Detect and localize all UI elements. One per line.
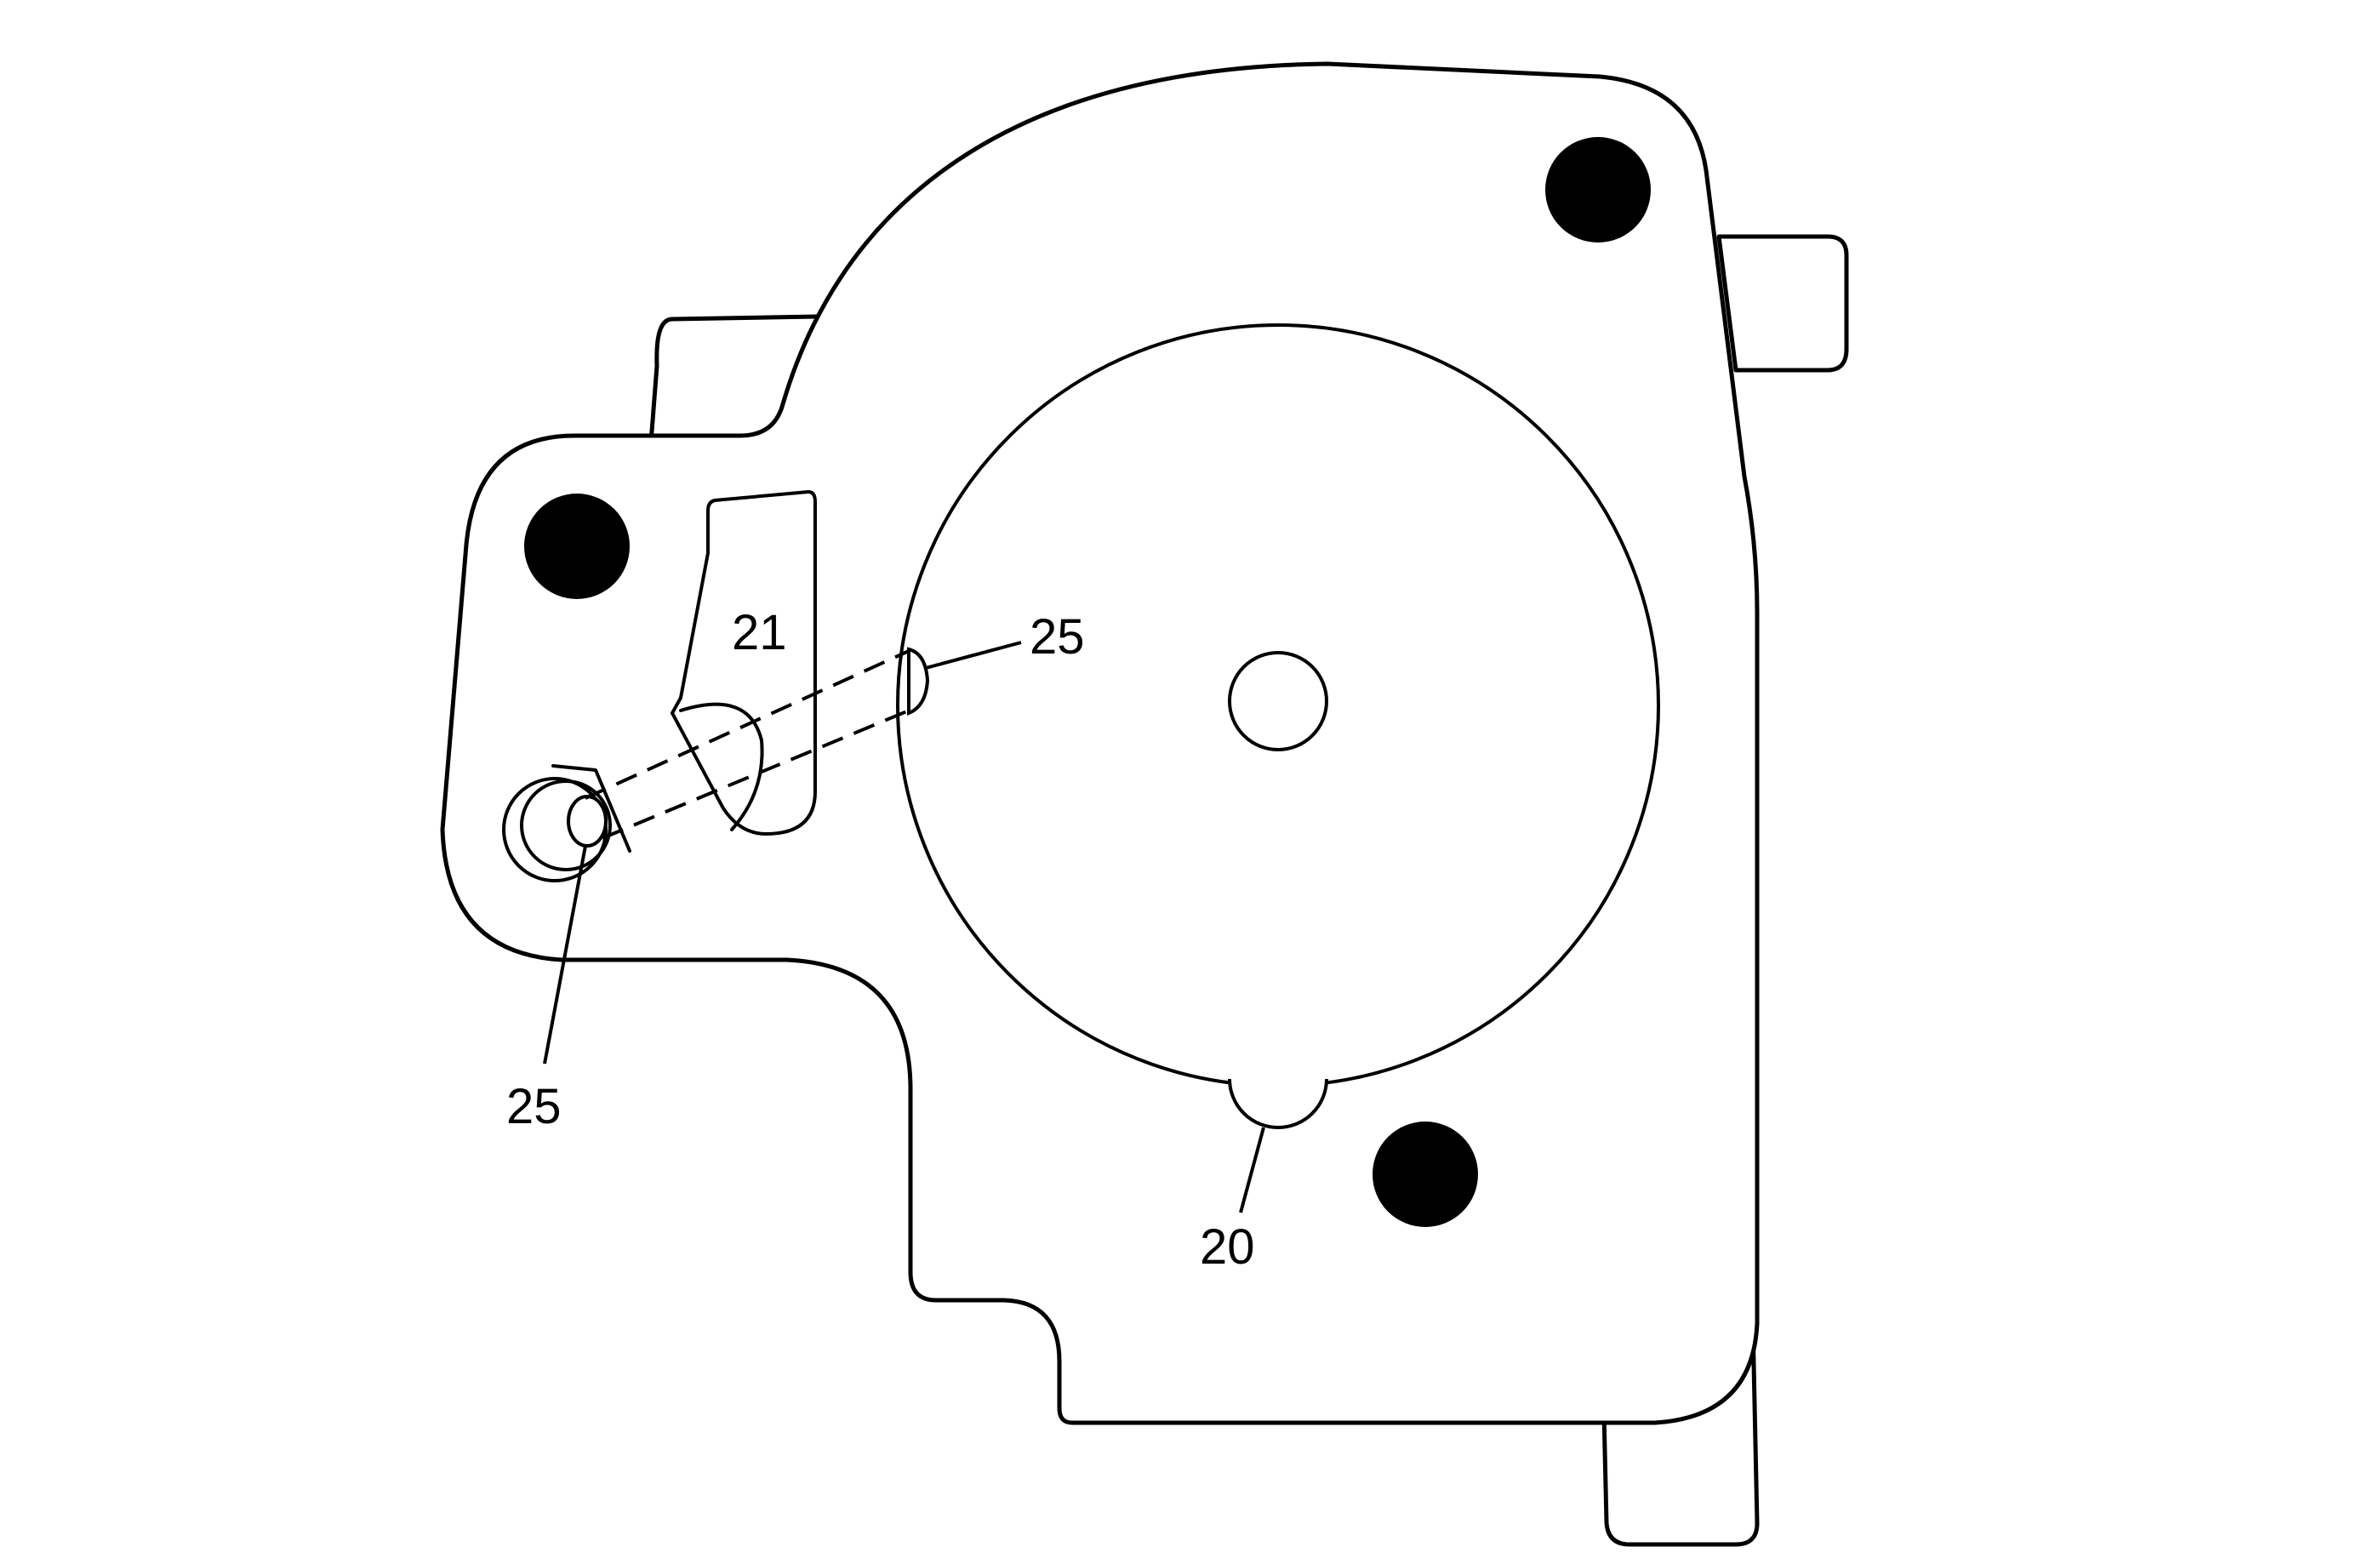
callout-21: 21	[732, 605, 787, 660]
pivot-wedge	[551, 764, 631, 853]
callout-25-left: 25	[506, 1079, 562, 1134]
slot-plate-21	[670, 489, 817, 836]
callout-25-right: 25	[1030, 609, 1085, 665]
leader-25-right	[925, 641, 1022, 670]
pin-axis-upper	[585, 649, 910, 800]
pin-axis-lower	[602, 709, 910, 840]
upper-left-tab	[648, 314, 819, 445]
housing-body	[440, 61, 1760, 1425]
leader-20	[1239, 1127, 1265, 1213]
pin-25-left	[567, 795, 608, 848]
slot-plate-arc	[679, 702, 764, 831]
callout-20: 20	[1200, 1219, 1255, 1275]
mounting-hole-left	[524, 494, 630, 599]
mounting-hole-bottom	[1373, 1122, 1478, 1227]
pivot-inner-ring	[520, 779, 612, 871]
leader-25-left	[543, 845, 587, 1065]
disc-notch-20	[1228, 1078, 1328, 1129]
mounting-hole-top-right	[1545, 137, 1651, 243]
central-hub	[1228, 651, 1328, 751]
pin-25-right	[907, 647, 930, 716]
right-tab	[1716, 234, 1849, 373]
